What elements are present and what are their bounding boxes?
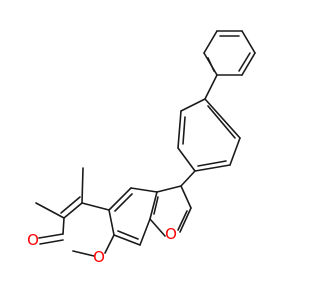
- bond: [241, 30, 256, 54]
- pyranone-oxygen-label: O: [93, 248, 105, 266]
- bond: [229, 137, 241, 166]
- bond: [203, 30, 218, 54]
- bond: [149, 218, 166, 237]
- carbonyl-double-bond: [39, 239, 64, 245]
- biaryl-bond: [204, 74, 218, 100]
- bond: [72, 250, 95, 257]
- central-benzene-ring: [108, 187, 158, 246]
- double-bond-inner: [117, 230, 139, 240]
- bond: [179, 207, 192, 233]
- aryl-furan-bond: [180, 170, 196, 187]
- bond: [108, 187, 132, 211]
- double-bond-inner: [197, 160, 227, 167]
- double-bond-inner: [182, 116, 186, 145]
- bond: [241, 52, 256, 76]
- molecule-canvas: O O O: [27, 30, 256, 266]
- bond: [180, 98, 206, 112]
- bond: [156, 185, 182, 193]
- double-bond-inner: [207, 105, 236, 139]
- double-bond-inner: [238, 52, 251, 72]
- double-bond-inner: [60, 196, 81, 214]
- bond-layer: [35, 30, 256, 257]
- atom-label-layer: O O O: [27, 225, 177, 266]
- bond: [63, 202, 83, 219]
- bond: [108, 209, 115, 236]
- bond: [62, 217, 65, 235]
- carbonyl-oxygen-label: O: [27, 231, 39, 249]
- bond: [139, 218, 151, 246]
- double-bond-inner: [207, 57, 215, 72]
- furan-ring: [149, 185, 192, 237]
- pyranone-ring: [60, 196, 115, 257]
- bond: [113, 234, 141, 246]
- double-bond-inner: [177, 210, 188, 231]
- bond: [194, 164, 231, 172]
- phenylene-ring: [177, 98, 241, 172]
- methyl-bond: [81, 167, 84, 204]
- bond: [149, 191, 158, 220]
- bond: [204, 98, 241, 139]
- double-bond-inner: [153, 196, 159, 215]
- bond: [180, 185, 192, 209]
- terminal-phenyl-ring: [203, 30, 256, 76]
- furan-oxygen-label: O: [165, 225, 177, 243]
- bond: [104, 234, 115, 254]
- carbonyl-bond: [38, 233, 64, 239]
- bond: [81, 202, 110, 211]
- bond: [177, 147, 196, 172]
- bond: [130, 187, 158, 193]
- methyl-bond: [35, 202, 65, 219]
- bond: [177, 110, 182, 149]
- double-bond-inner: [114, 193, 133, 212]
